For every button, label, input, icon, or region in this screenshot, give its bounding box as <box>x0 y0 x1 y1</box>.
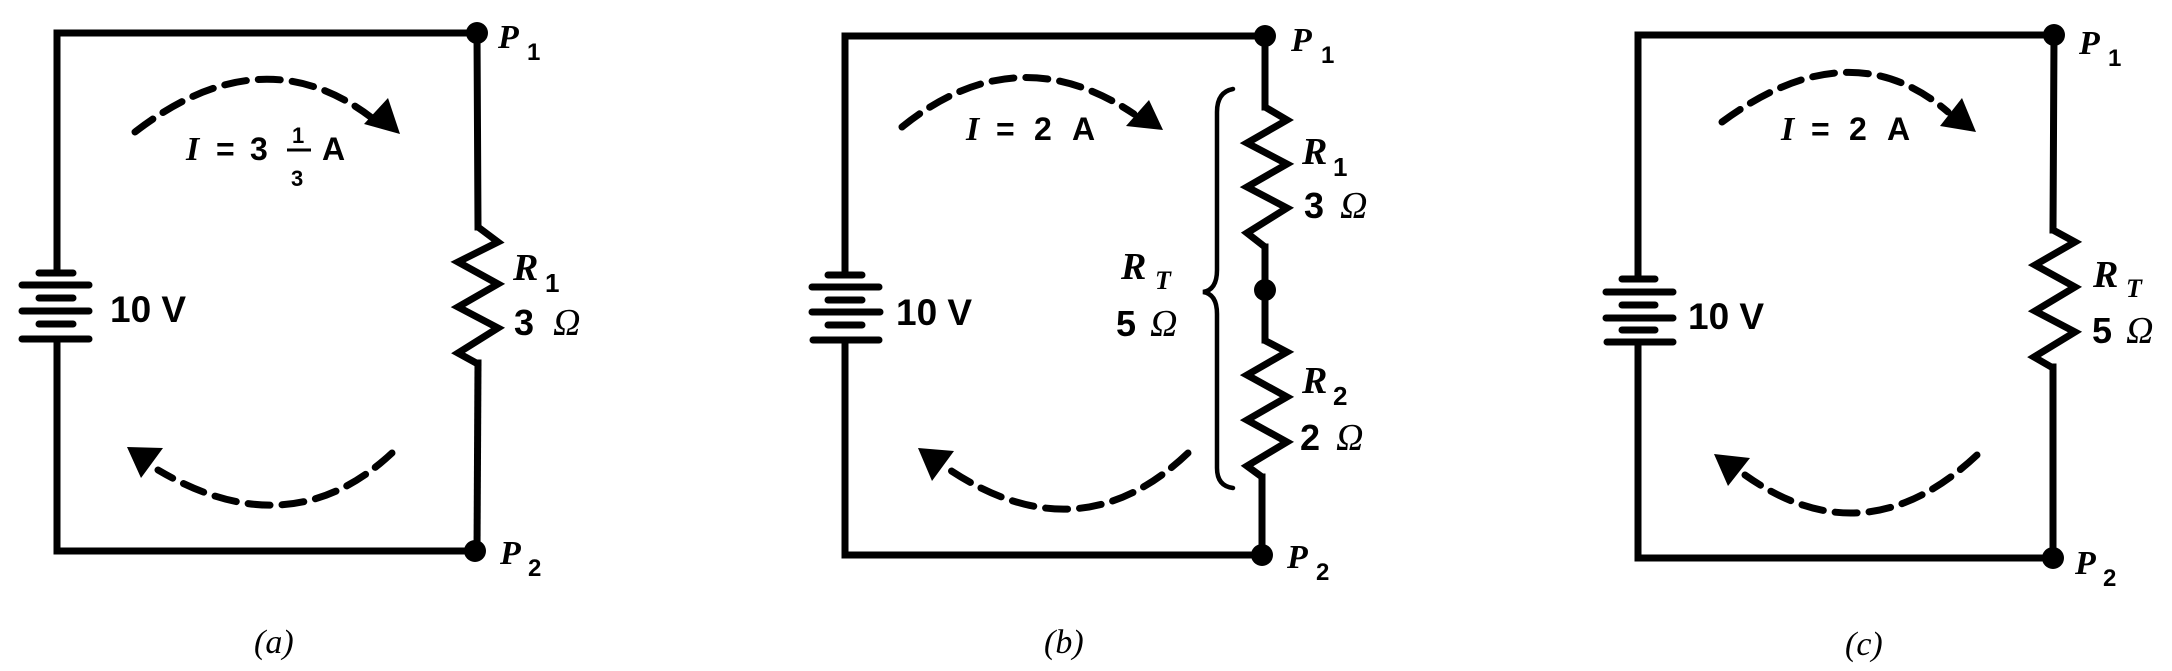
current-fraction-numerator: 1 <box>292 123 304 148</box>
wire-right-upper <box>2049 31 2058 234</box>
current-label: I = 2 A <box>1780 111 1910 148</box>
panel-a-caption: (a) <box>254 624 294 661</box>
panel-c-caption: (c) <box>1845 626 1883 663</box>
current-arrow-bottom <box>154 449 396 509</box>
wire-right-upper <box>473 29 482 231</box>
battery-voltage-label: 10 V <box>1688 296 1764 337</box>
battery-icon <box>18 269 93 343</box>
panel-b: 10 V I = 2 A R 1 3 Ω R 2 2 Ω R T 5 Ω <box>808 22 1367 661</box>
resistor-r1-icon <box>450 224 506 368</box>
node-p2-dot <box>2042 547 2064 569</box>
resistor-rt-value: 5 Ω <box>2092 310 2153 352</box>
battery-voltage-label: 10 V <box>896 292 972 333</box>
panel-a: 10 V I = 3 1 3 A R 1 3 Ω P 1 P 2 (a) <box>18 19 580 661</box>
node-p1-dot <box>466 22 488 44</box>
node-p1-label: P 1 <box>497 19 540 66</box>
node-p1-label: P 1 <box>1290 22 1334 69</box>
battery-icon <box>808 271 884 344</box>
resistor-r1-icon <box>1239 103 1295 250</box>
node-p1-dot <box>1254 25 1276 47</box>
arrowhead-bottom-icon <box>918 448 954 481</box>
current-fraction-denominator: 3 <box>291 166 303 191</box>
resistor-r2-label: R 2 <box>1301 360 1347 411</box>
node-p2-label: P 2 <box>2074 545 2116 592</box>
resistor-r1-value: 3 Ω <box>514 302 580 344</box>
brace-rt-icon <box>1202 86 1236 491</box>
current-label: I = 3 <box>185 131 268 168</box>
arrowhead-bottom-icon <box>127 447 163 478</box>
node-p2-dot <box>464 540 486 562</box>
node-p2-dot <box>1251 544 1273 566</box>
total-resistance-value: 5 Ω <box>1116 303 1177 345</box>
junction-dot <box>1254 279 1276 301</box>
arrowhead-top-icon <box>1126 100 1163 130</box>
arrowhead-bottom-icon <box>1714 454 1750 486</box>
node-p1-label: P 1 <box>2078 25 2121 72</box>
wire-left-bottom <box>1634 338 2057 562</box>
wire-left-top <box>841 32 1269 279</box>
panel-b-caption: (b) <box>1044 624 1084 661</box>
current-arrow-top <box>131 75 376 136</box>
battery-icon <box>1602 275 1677 346</box>
wire-left-top <box>53 29 481 277</box>
current-arrow-top <box>1718 68 1952 126</box>
total-resistance-label: R T <box>1120 246 1172 295</box>
resistor-rt-label: R T <box>2092 254 2143 303</box>
battery-voltage-label: 10 V <box>110 289 186 330</box>
resistor-r2-value: 2 Ω <box>1300 417 1363 459</box>
resistor-r1-label: R 1 <box>1301 131 1347 182</box>
resistor-rt-icon <box>2027 226 2083 372</box>
current-arrow-top <box>898 74 1138 131</box>
wire-right-lower <box>473 359 482 555</box>
node-p1-dot <box>2043 24 2065 46</box>
resistor-r2-icon <box>1239 336 1295 480</box>
node-p2-label: P 2 <box>1286 539 1329 586</box>
wire-left-top <box>1634 31 2058 283</box>
resistor-r1-label: R 1 <box>512 247 559 298</box>
node-p2-label: P 2 <box>499 535 541 582</box>
arrowhead-top-icon <box>1940 98 1976 132</box>
arrowhead-top-icon <box>364 98 400 134</box>
wire-left-bottom <box>53 335 481 555</box>
wire-left-bottom <box>841 336 1266 559</box>
panel-c: 10 V I = 2 A R T 5 Ω P 1 P 2 (c) <box>1602 24 2153 663</box>
current-arrow-bottom <box>946 449 1192 513</box>
resistor-r1-value: 3 Ω <box>1304 185 1367 227</box>
current-label: I = 2 A <box>965 111 1095 148</box>
current-arrow-bottom <box>1741 451 1981 517</box>
current-unit: A <box>322 131 345 167</box>
